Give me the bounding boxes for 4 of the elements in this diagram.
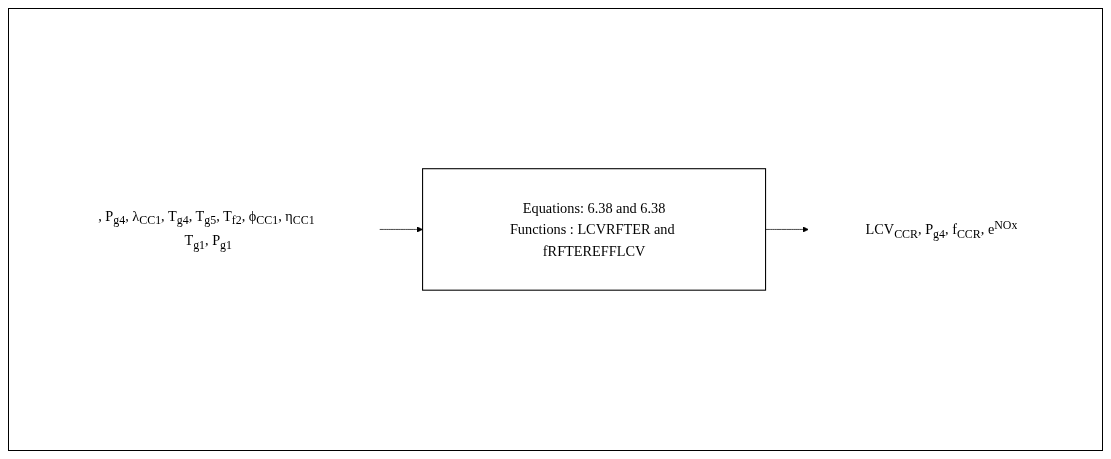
node-text: LCV$_{CCR}$, P$_{g4}$, f$_{CCR}$, e$^{NOx}$ — [865, 218, 1018, 241]
node-text: , P$_{g4}$, λ$_{CC1}$, T$_{g4}$, T$_{g5}$, T$_{f2}$, ϕ$_{CC1}$, η$_{CC1}$ T$_{g1}$, P$_{g1}$ — [98, 208, 315, 252]
diagram-frame: , P$_{g4}$, λ$_{CC1}$, T$_{g4}$, T$_{g5}$, T$_{f2}$, ϕ$_{CC1}$, η$_{CC1}$ T$_{g1}$, P$_{g1}$ Equations: 6.38 and 6.38 Functions : LCVRFTER and fRFTEREFFLCV LCV$_{CCR}$, P$_{g4}$, f$_{CCR}$, e$^{NOx}$ — [8, 8, 1103, 451]
node-box — [421, 168, 766, 291]
